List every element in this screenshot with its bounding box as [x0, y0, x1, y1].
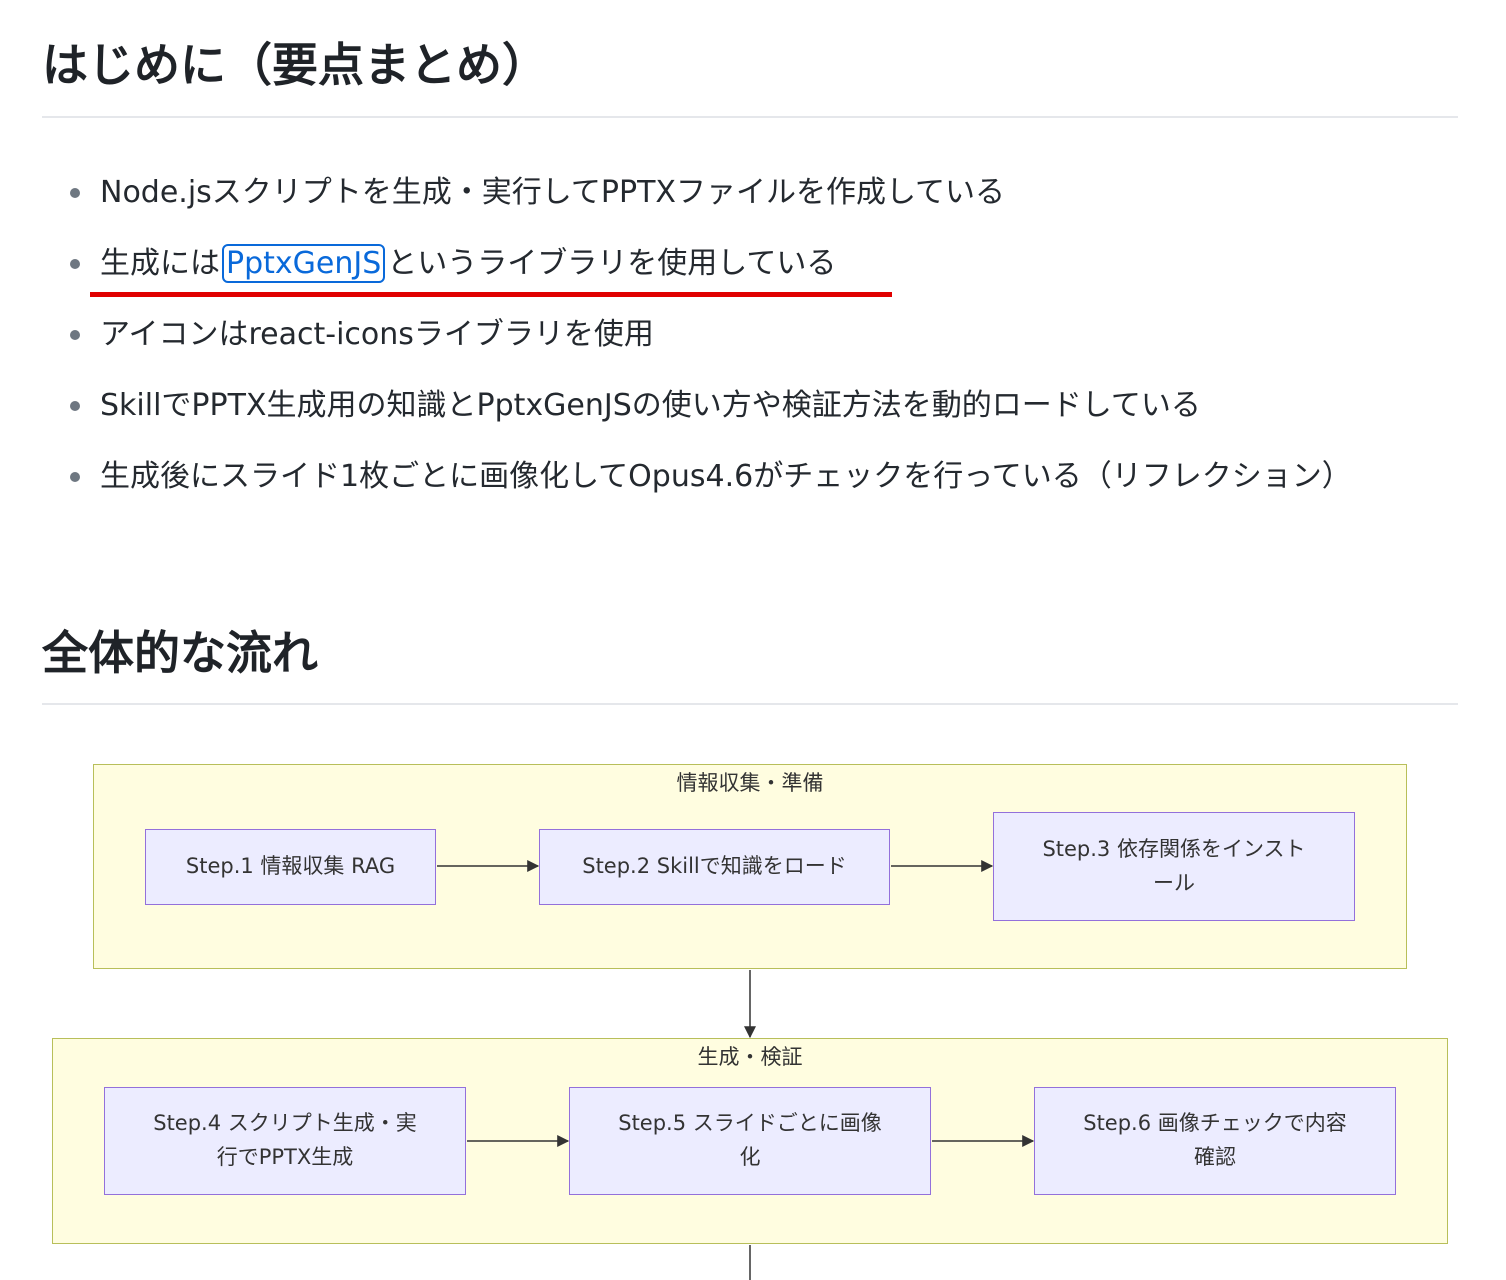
bullet-dot-icon	[70, 401, 80, 411]
flow-node-step4: Step.4 スクリプト生成・実 行でPPTX生成	[104, 1087, 466, 1195]
flow-node-step2: Step.2 Skillで知識をロード	[539, 829, 890, 905]
group-label: 情報収集・準備	[676, 771, 824, 795]
flow-node-step6: Step.6 画像チェックで内容 確認	[1034, 1087, 1396, 1195]
list-item: Node.jsスクリプトを生成・実行してPPTXファイルを作成している	[70, 175, 1006, 210]
list-item-text: 生成後にスライド1枚ごとに画像化してOpus4.6がチェックを行っている（リフレ…	[100, 459, 1352, 494]
list-item-text: 生成には	[100, 246, 220, 281]
highlight-underline	[90, 292, 892, 297]
heading-divider	[42, 116, 1458, 118]
bullet-dot-icon	[70, 188, 80, 198]
list-item-text: アイコンはreact-iconsライブラリを使用	[100, 317, 654, 352]
bullet-dot-icon	[70, 259, 80, 269]
bullet-dot-icon	[70, 472, 80, 482]
list-item-text: SkillでPPTX生成用の知識とPptxGenJSの使い方や検証方法を動的ロー…	[100, 388, 1201, 423]
list-item-text: というライブラリを使用している	[387, 246, 837, 281]
section-heading-intro: はじめに（要点まとめ）	[42, 38, 548, 92]
list-item: アイコンはreact-iconsライブラリを使用	[70, 317, 654, 352]
list-item: SkillでPPTX生成用の知識とPptxGenJSの使い方や検証方法を動的ロー…	[70, 388, 1201, 423]
flow-node-step3: Step.3 依存関係をインスト ール	[993, 812, 1355, 921]
group-label: 生成・検証	[697, 1045, 803, 1069]
list-item-text: Node.jsスクリプトを生成・実行してPPTXファイルを作成している	[100, 175, 1006, 210]
heading-divider	[42, 703, 1458, 705]
flow-node-step5: Step.5 スライドごとに画像 化	[569, 1087, 931, 1195]
bullet-dot-icon	[70, 330, 80, 340]
pptxgenjs-link[interactable]: PptxGenJS	[222, 244, 386, 283]
section-heading-flow: 全体的な流れ	[42, 626, 318, 680]
list-item: 生成後にスライド1枚ごとに画像化してOpus4.6がチェックを行っている（リフレ…	[70, 459, 1352, 494]
flow-node-step1: Step.1 情報収集 RAG	[145, 829, 436, 905]
